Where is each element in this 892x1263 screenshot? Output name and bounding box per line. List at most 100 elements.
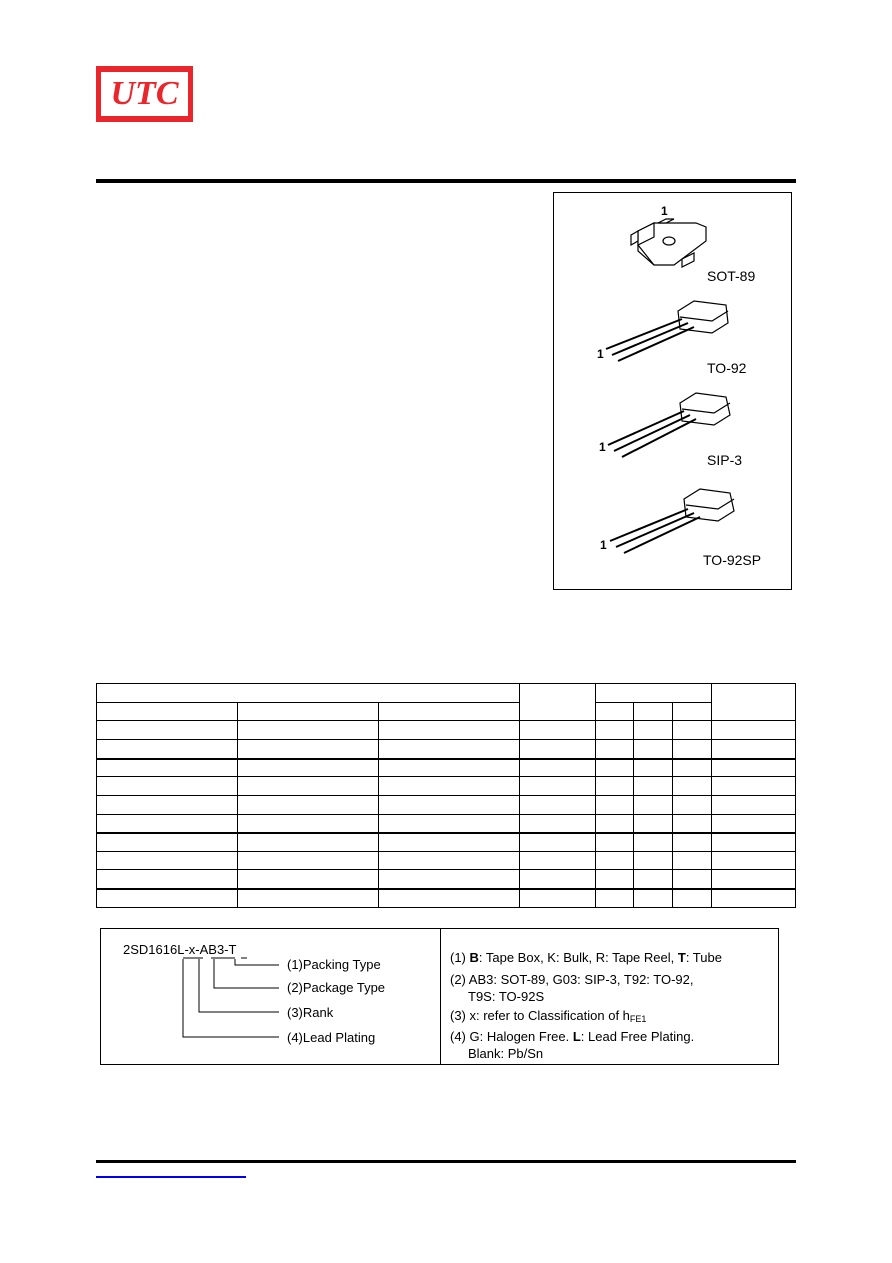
table-cell — [711, 776, 797, 796]
table-cell — [377, 720, 521, 740]
table-cell — [633, 851, 674, 870]
table-row — [96, 776, 797, 796]
table-cell — [237, 739, 379, 760]
table-cell — [633, 832, 674, 852]
note-bold: L — [572, 1029, 581, 1044]
table-cell — [519, 683, 597, 721]
table-cell — [633, 869, 674, 890]
table-cell — [96, 776, 238, 796]
note-text: : Lead Free Plating. — [580, 1029, 695, 1044]
table-cell — [377, 702, 521, 721]
table-cell — [377, 776, 521, 796]
table-cell — [95, 683, 521, 703]
table-cell — [237, 832, 379, 852]
footer-link[interactable] — [96, 1176, 246, 1178]
table-cell — [595, 758, 635, 777]
note-rank: (3) x: refer to Classification of hFE1 — [450, 1007, 646, 1028]
table-cell — [237, 702, 379, 721]
table-cell — [237, 869, 379, 890]
table-header-row — [95, 683, 797, 721]
table-cell — [711, 720, 797, 740]
table-cell — [711, 888, 797, 908]
table-cell — [595, 702, 635, 721]
sot89-label: SOT-89 — [707, 268, 756, 284]
lead-plating-label: (4)Lead Plating — [287, 1030, 376, 1045]
table-row — [96, 795, 797, 815]
note-text: : Tube — [685, 950, 722, 965]
part-number-decoder: 2SD1616L-x-AB3-T (1)Packing Type (2)Pack… — [100, 928, 779, 1065]
table-cell — [519, 869, 597, 890]
table-cell — [711, 739, 797, 760]
table-cell — [672, 758, 713, 777]
table-cell — [595, 720, 635, 740]
table-cell — [672, 776, 713, 796]
logo-text: UTC — [110, 75, 179, 112]
footer-rule — [96, 1160, 796, 1163]
table-cell — [672, 851, 713, 870]
to92-drawing — [605, 300, 729, 362]
table-cell — [519, 739, 597, 760]
to92-pin-label: 1 — [597, 347, 604, 361]
note-text: (1) — [450, 950, 470, 965]
table-cell — [96, 758, 238, 777]
table-cell — [672, 795, 713, 815]
table-cell — [519, 814, 597, 834]
table-cell — [237, 776, 379, 796]
table-cell — [96, 702, 238, 721]
table-cell — [519, 888, 597, 908]
table-row — [96, 851, 797, 870]
sot89-pin-label: 1 — [661, 204, 668, 218]
sip3-pin-label: 1 — [599, 440, 606, 454]
table-subheader-row — [96, 702, 796, 721]
rank-label: (3)Rank — [287, 1005, 334, 1020]
table-cell — [96, 795, 238, 815]
table-cell — [595, 869, 635, 890]
table-cell — [633, 720, 674, 740]
decoder-divider — [440, 929, 441, 1064]
table-cell — [672, 888, 713, 908]
sot89-drawing — [630, 218, 707, 268]
table-cell — [595, 683, 713, 703]
table-cell — [96, 720, 238, 740]
table-cell — [595, 814, 635, 834]
table-cell — [377, 758, 521, 777]
table-cell — [237, 758, 379, 777]
table-cell — [711, 832, 797, 852]
table-cell — [711, 758, 797, 777]
table-cell — [237, 795, 379, 815]
table-cell — [633, 758, 674, 777]
decoder-lines — [182, 957, 279, 1038]
note-package: (2) AB3: SOT-89, G03: SIP-3, T92: TO-92,… — [450, 971, 694, 1005]
table-cell — [519, 795, 597, 815]
table-cell — [711, 814, 797, 834]
table-cell — [633, 739, 674, 760]
note-subscript: FE1 — [629, 1014, 647, 1024]
table-cell — [519, 776, 597, 796]
package-type-label: (2)Package Type — [287, 980, 386, 995]
table-cell — [633, 702, 674, 721]
table-cell — [377, 832, 521, 852]
header-rule — [96, 179, 796, 183]
sip3-drawing — [607, 392, 731, 458]
table-row — [96, 832, 797, 852]
table-cell — [96, 869, 238, 890]
note-text: : Tape Box, K: Bulk, R: Tape Reel, — [478, 950, 678, 965]
note-bold: B — [469, 950, 479, 965]
note-text: Blank: Pb/Sn — [468, 1046, 544, 1061]
table-cell — [711, 851, 797, 870]
table-cell — [595, 832, 635, 852]
to92sp-drawing — [609, 488, 735, 554]
table-cell — [96, 832, 238, 852]
table-cell — [633, 795, 674, 815]
to92-label: TO-92 — [707, 360, 747, 376]
table-cell — [377, 795, 521, 815]
table-cell — [377, 814, 521, 834]
note-plating: (4) G: Halogen Free. L: Lead Free Platin… — [450, 1028, 694, 1062]
table-cell — [237, 851, 379, 870]
note-text: (4) G: Halogen Free. — [450, 1029, 573, 1044]
table-cell — [595, 851, 635, 870]
table-cell — [96, 888, 238, 908]
table-cell — [633, 776, 674, 796]
table-row — [96, 888, 797, 908]
table-cell — [377, 869, 521, 890]
